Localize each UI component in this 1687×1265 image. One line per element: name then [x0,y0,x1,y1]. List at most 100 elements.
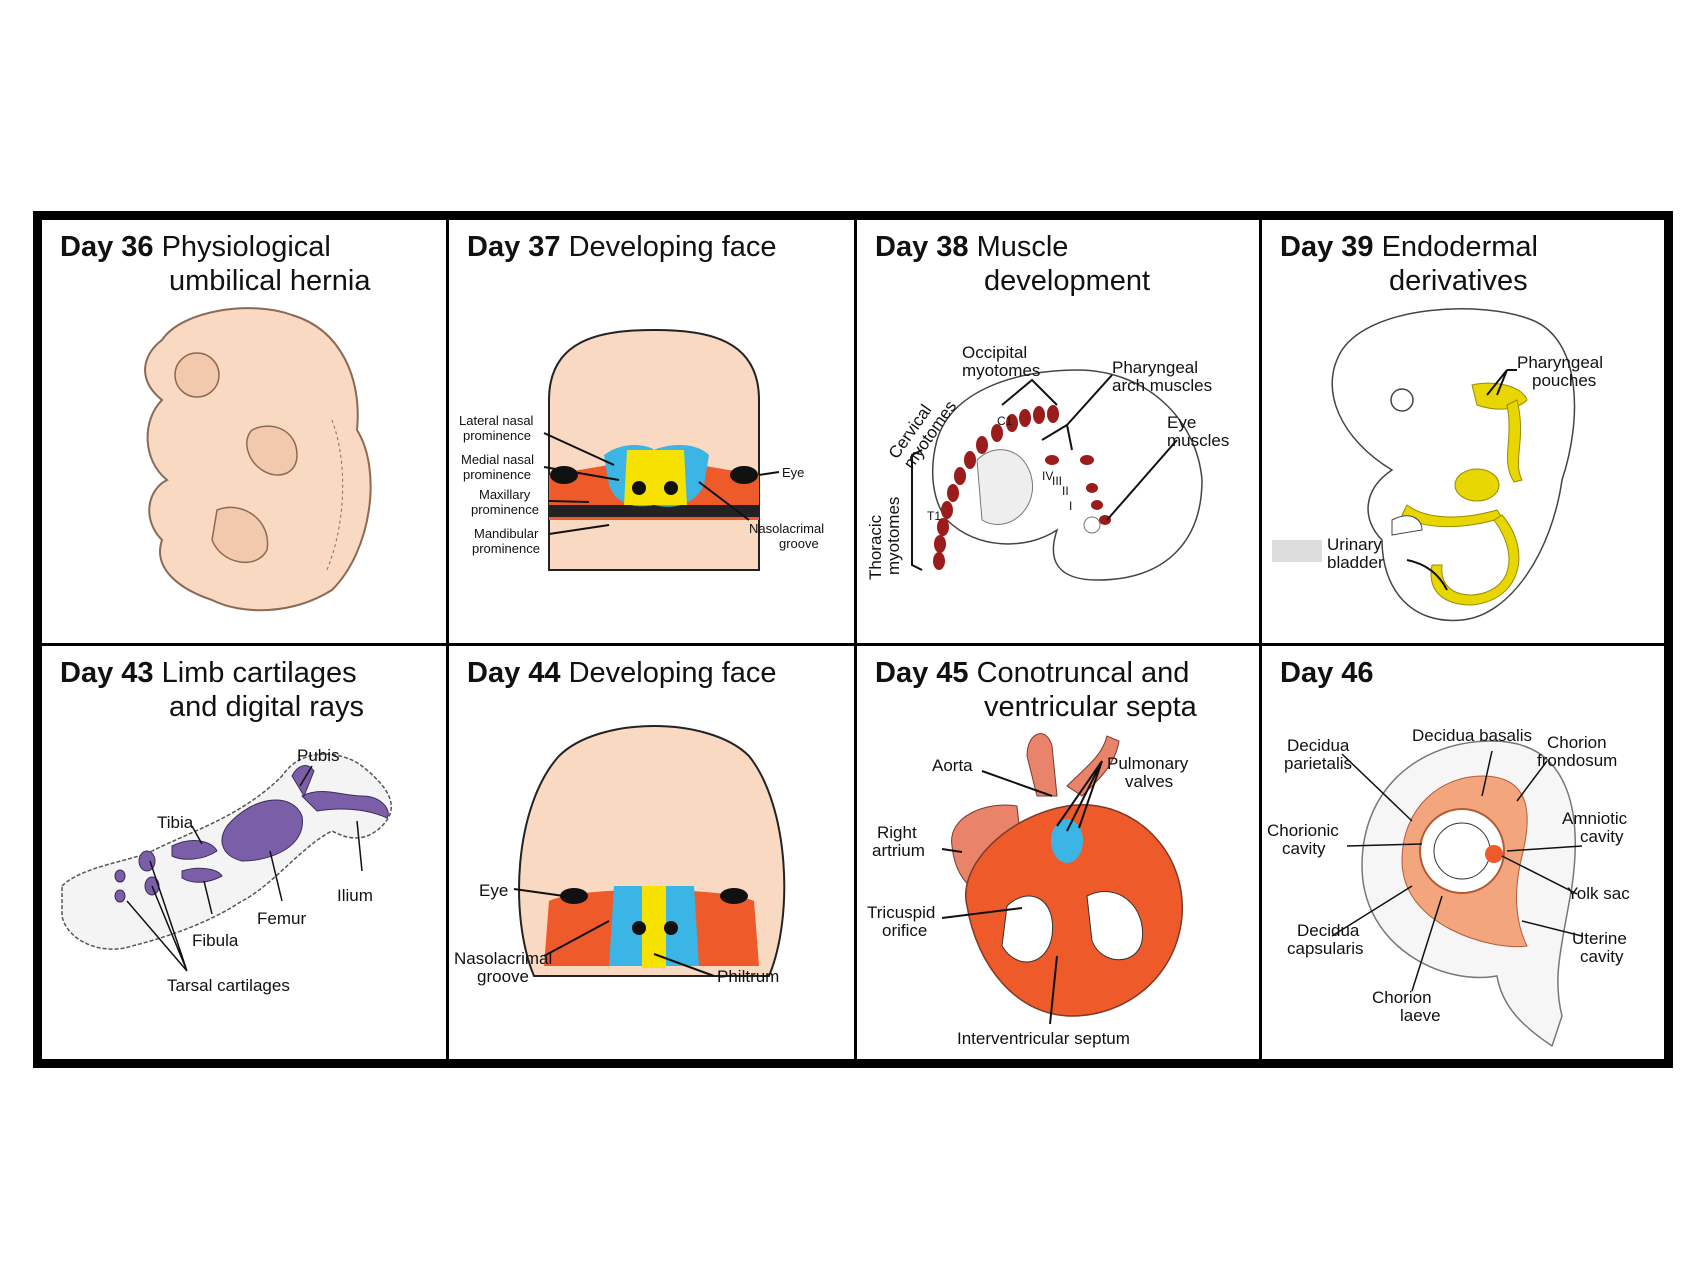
title-line2: umbilical hernia [169,265,371,297]
panel-day-36: Day 36 Physiological umbilical hernia [42,220,446,643]
label-right-atrium: Right [877,823,917,842]
muscle-illustration: Occipital myotomes Pharyngeal arch muscl… [866,343,1229,581]
label-t1: T1 [927,509,941,523]
label-nasolacrimal: Nasolacrimal [454,949,552,968]
label-tibia: Tibia [157,813,194,832]
label-pubis: Pubis [297,746,340,765]
label-chorionic-cavity-2: cavity [1282,839,1326,858]
panel-day-37: Day 37 Developing face Lateral nasal pro… [449,220,854,643]
label-urinary-bladder-2: bladder [1327,553,1384,572]
title-line1: Endodermal [1381,231,1538,263]
label-iii: III [1052,474,1062,488]
label-maxillary-2: prominence [471,502,539,517]
day-label: Day 39 [1280,231,1374,263]
title-line1: Developing face [568,657,777,689]
panel-title: Day 36 Physiological umbilical hernia [60,230,371,298]
endoderm-illustration: Pharyngeal pouches Urinary bladder [1272,308,1603,622]
label-chorion-laeve-2: laeve [1400,1006,1441,1025]
title-line2: and digital rays [169,691,365,723]
label-decidua-basalis: Decidua basalis [1412,726,1532,745]
panel-title: Day 43 Limb cartilages and digital rays [60,656,364,724]
label-aorta: Aorta [932,756,973,775]
label-nasolacrimal: Nasolacrimal [749,521,824,536]
divider [42,643,1664,646]
day-label: Day 44 [467,657,561,689]
label-pharyngeal-arch-2: arch muscles [1112,376,1212,395]
day-label: Day 37 [467,231,561,263]
label-uterine-cavity-2: cavity [1580,947,1624,966]
label-tarsal: Tarsal cartilages [167,976,290,995]
title-line2: development [984,265,1151,297]
label-occipital-2: myotomes [962,361,1040,380]
label-decidua-parietalis: Decidua [1287,736,1350,755]
label-nasolacrimal-2: groove [477,967,529,986]
label-eye: Eye [479,881,508,900]
uterus-illustration: Decidua basalis Decidua parietalis Chori… [1267,726,1630,1048]
label-ilium: Ilium [337,886,373,905]
embryo-illustration [144,307,372,612]
label-chorionic-cavity: Chorionic [1267,821,1339,840]
divider [1259,220,1262,1059]
panel-day-46: Day 46 Decidua basalis Decidua [1262,646,1664,1059]
label-occipital: Occipital [962,343,1027,362]
panel-day-39: Day 39 Endodermal derivatives Pharyngeal [1262,220,1664,643]
label-chorion-laeve: Chorion [1372,988,1432,1007]
label-eye-muscles: Eye [1167,413,1196,432]
label-pulmonary: Pulmonary [1107,754,1189,773]
figure-frame: Day 36 Physiological umbilical hernia Da… [33,211,1673,1068]
label-maxillary: Maxillary [479,487,531,502]
label-medial-nasal: Medial nasal [461,452,534,467]
label-philtrum: Philtrum [717,967,779,986]
label-decidua-capsularis: Decidua [1297,921,1360,940]
label-i: I [1069,499,1072,513]
panel-day-43: Day 43 Limb cartilages and digital rays [42,646,446,1059]
label-right-atrium-2: artrium [872,841,925,860]
label-pulmonary-2: valves [1125,772,1173,791]
panel-title: Day 37 Developing face [467,230,777,264]
label-fibula: Fibula [192,931,239,950]
panel-title: Day 38 Muscle development [875,230,1150,298]
label-mandibular: Mandibular [474,526,539,541]
divider [446,220,449,1059]
limb-illustration: Pubis Tibia Ilium Femur Fibula Tarsal ca… [61,746,392,995]
label-decidua-capsularis-2: capsularis [1287,939,1364,958]
title-line1: Conotruncal and [976,657,1190,689]
day-label: Day 38 [875,231,969,263]
label-chorion-frondosum-2: frondosum [1537,751,1617,770]
title-line1: Developing face [568,231,777,263]
label-pharyngeal-pouches-2: pouches [1532,371,1596,390]
panel-day-45: Day 45 Conotruncal and ventricular septa… [857,646,1259,1059]
label-tricuspid: Tricuspid [867,903,935,922]
panel-title: Day 44 Developing face [467,656,777,690]
label-amniotic-cavity-2: cavity [1580,827,1624,846]
face-illustration: Eye Nasolacrimal groove Philtrum [454,725,786,986]
label-lateral-nasal: Lateral nasal [459,413,534,428]
title-line1: Limb cartilages [161,657,357,689]
label-ii: II [1062,484,1069,498]
panel-title: Day 45 Conotruncal and ventricular septa [875,656,1197,724]
label-femur: Femur [257,909,306,928]
day-label: Day 46 [1280,657,1374,689]
label-nasolacrimal-2: groove [779,536,819,551]
label-tricuspid-2: orifice [882,921,927,940]
day-label: Day 43 [60,657,154,689]
panel-day-38: Day 38 Muscle development [857,220,1259,643]
label-urinary-bladder: Urinary [1327,535,1382,554]
label-amniotic-cavity: Amniotic [1562,809,1628,828]
panel-day-44: Day 44 Developing face Eye Nasolacrimal … [449,646,854,1059]
label-c1: C1 [997,414,1013,428]
label-uterine-cavity: Uterine [1572,929,1627,948]
label-lateral-nasal-2: prominence [463,428,531,443]
label-pharyngeal-pouches: Pharyngeal [1517,353,1603,372]
label-eye: Eye [782,465,804,480]
title-line1: Physiological [161,231,331,263]
label-eye-muscles-2: muscles [1167,431,1229,450]
label-medial-nasal-2: prominence [463,467,531,482]
label-pharyngeal-arch: Pharyngeal [1112,358,1198,377]
title-line2: ventricular septa [984,691,1197,723]
title-line1: Muscle [976,231,1069,263]
face-illustration: Lateral nasal prominence Medial nasal pr… [459,328,824,571]
day-label: Day 36 [60,231,154,263]
label-chorion-frondosum: Chorion [1547,733,1607,752]
title-line2: derivatives [1389,265,1528,297]
